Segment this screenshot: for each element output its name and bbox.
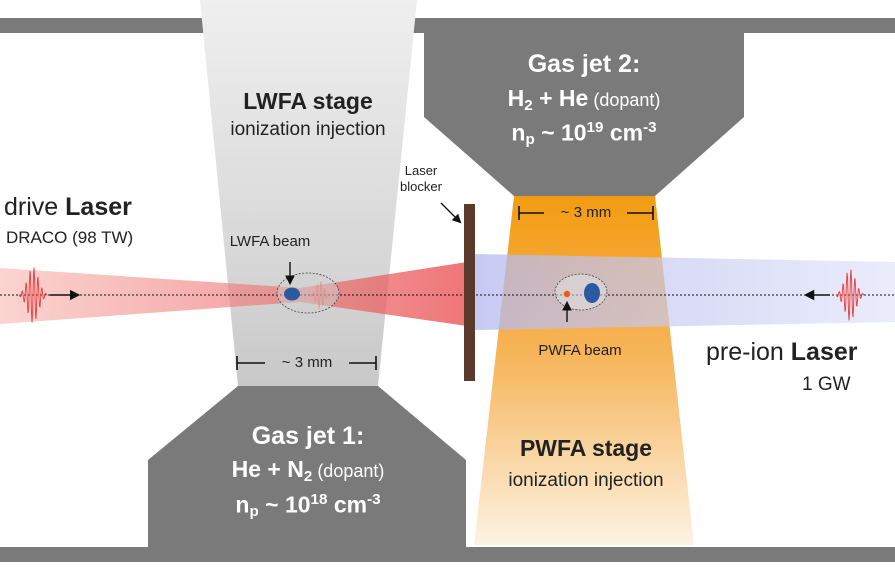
bottom-wall <box>0 547 895 562</box>
gas-jet-1-density: np ~ 1018 cm-3 <box>235 491 381 521</box>
lwfa-beam-label: LWFA beam <box>229 233 311 250</box>
pwfa-witness-beam <box>563 290 571 298</box>
preion-laser-label: pre-ion Laser <box>706 338 858 366</box>
gas-jet-1-plume <box>200 0 417 386</box>
drive-laser-pulse <box>18 267 48 323</box>
gas-jet-2-title: Gas jet 2: <box>527 50 641 78</box>
blocker-pointer-arrow <box>440 202 462 224</box>
lwfa-electron-beam <box>284 287 300 301</box>
preion-laser-beam <box>475 254 895 330</box>
gas-jet-2-nozzle <box>424 30 744 196</box>
lwfa-width-scale <box>236 356 377 370</box>
gas-jet-2-composition: H2 + He (dopant) <box>507 85 661 114</box>
gas-jet-1-composition: He + N2 (dopant) <box>231 456 385 485</box>
lwfa-width-label: ~ 3 mm <box>281 354 333 371</box>
preion-laser-power: 1 GW <box>802 374 851 395</box>
gas-jet-1-title: Gas jet 1: <box>251 422 365 450</box>
lwfa-beam-as-driver <box>584 283 600 303</box>
gas-jet-2-density: np ~ 1019 cm-3 <box>511 119 657 149</box>
gas-jet-2-plume <box>474 196 694 545</box>
lwfa-stage-subtitle: ionization injection <box>230 119 386 140</box>
laser-blocker-label: Laser blocker <box>400 163 442 194</box>
drive-laser-beam <box>0 262 467 326</box>
drive-laser-source: DRACO (98 TW) <box>6 228 134 247</box>
drive-laser-label: drive Laser <box>4 193 132 221</box>
pwfa-width-scale <box>518 206 654 220</box>
gas-jet-1-nozzle <box>148 386 466 549</box>
pwfa-stage-title: PWFA stage <box>519 435 653 461</box>
laser-blocker <box>464 204 475 381</box>
pwfa-beam-label: PWFA beam <box>538 342 622 359</box>
lwfa-stage-title: LWFA stage <box>243 88 373 114</box>
pwfa-width-label: ~ 3 mm <box>560 204 612 221</box>
pwfa-stage-subtitle: ionization injection <box>508 470 664 491</box>
preion-laser-pulse <box>835 269 865 321</box>
